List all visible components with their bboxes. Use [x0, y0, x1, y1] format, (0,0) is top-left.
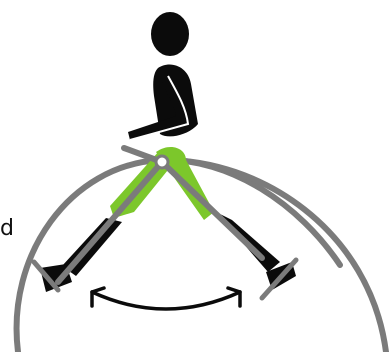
rod-left [58, 162, 162, 282]
double-headed-curved-arrow-icon [92, 288, 240, 309]
partial-label-text: d [0, 218, 14, 240]
hip-joint-icon [156, 156, 168, 168]
head [151, 12, 189, 56]
arc-guide-left [17, 160, 340, 352]
